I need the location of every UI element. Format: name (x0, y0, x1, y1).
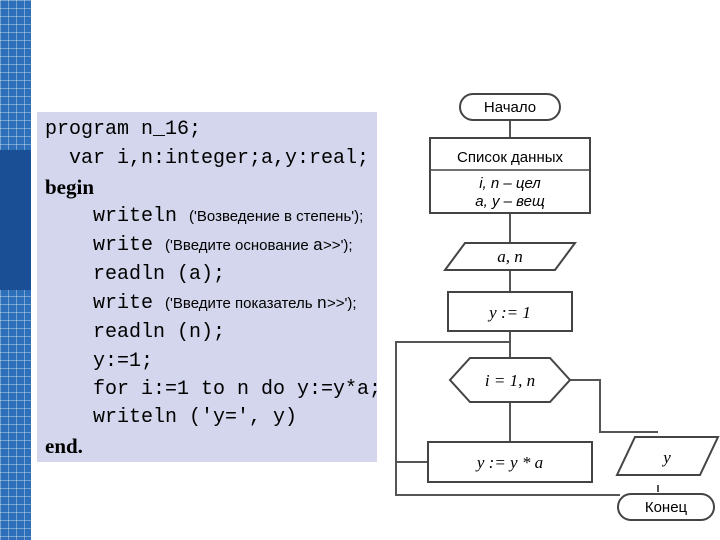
data-list-block (429, 137, 591, 214)
code-line-write-n: write ('Введите показатель n>>'); (45, 292, 357, 317)
code-write-text: ('Введите основание (165, 237, 313, 254)
connector-exit-end (395, 462, 620, 496)
code-write-var: a (312, 237, 324, 256)
code-line-writeln: writeln ('Возведение в степень'); (45, 205, 363, 229)
start-terminator (459, 93, 561, 121)
code-write2-keyword: write (45, 292, 166, 315)
end-label: Конец (645, 499, 688, 516)
code-write2-text: ('Введите показатель (165, 295, 317, 312)
code-panel: program n_16; var i,n:integer;a,y:real; … (37, 112, 381, 462)
code-writeln-keyword: writeln (45, 205, 190, 228)
init-label: y := 1 (487, 303, 531, 322)
connector-loop-exit-output (570, 379, 658, 433)
data-list-line2: a, y – вещ (475, 193, 545, 210)
code-line-begin: begin (45, 175, 95, 199)
slide-side-accent (0, 150, 31, 290)
loop-label: i = 1, n (485, 371, 535, 390)
input-parallelogram (443, 242, 577, 271)
code-line-end: end. (45, 434, 83, 458)
code-write-tail: >>'); (323, 237, 353, 254)
code-line-for: for i:=1 to n do y:=y*a; (45, 378, 382, 401)
code-writeln-text: ('Возведение в степень'); (189, 208, 364, 225)
code-write-keyword: write (45, 234, 166, 257)
data-list-title: Список данных (457, 149, 564, 166)
code-line-init: y:=1; (45, 350, 154, 373)
code-write2-var: n (316, 295, 327, 314)
body-label: y := y * a (475, 453, 543, 472)
code-line-readln-a: readln (a); (45, 263, 226, 286)
data-list-line1: i, n – цел (479, 175, 541, 192)
init-process (447, 291, 573, 332)
code-line-write-a: write ('Введите основание a>>'); (45, 234, 353, 259)
input-label: a, n (497, 247, 523, 266)
output-label: y (661, 448, 671, 467)
start-label: Начало (484, 99, 536, 116)
connector-loop-return (395, 341, 510, 463)
code-line-var: var i,n:integer;a,y:real; (45, 147, 370, 170)
code-write2-tail: >>'); (326, 295, 357, 312)
code-line-writeln-y: writeln ('y=', y) (45, 406, 298, 429)
code-line-program: program n_16; (45, 118, 202, 141)
body-process (427, 441, 593, 483)
output-parallelogram (615, 436, 720, 476)
code-line-readln-n: readln (n); (45, 321, 226, 344)
end-terminator (617, 493, 715, 521)
loop-hexagon (448, 357, 572, 403)
